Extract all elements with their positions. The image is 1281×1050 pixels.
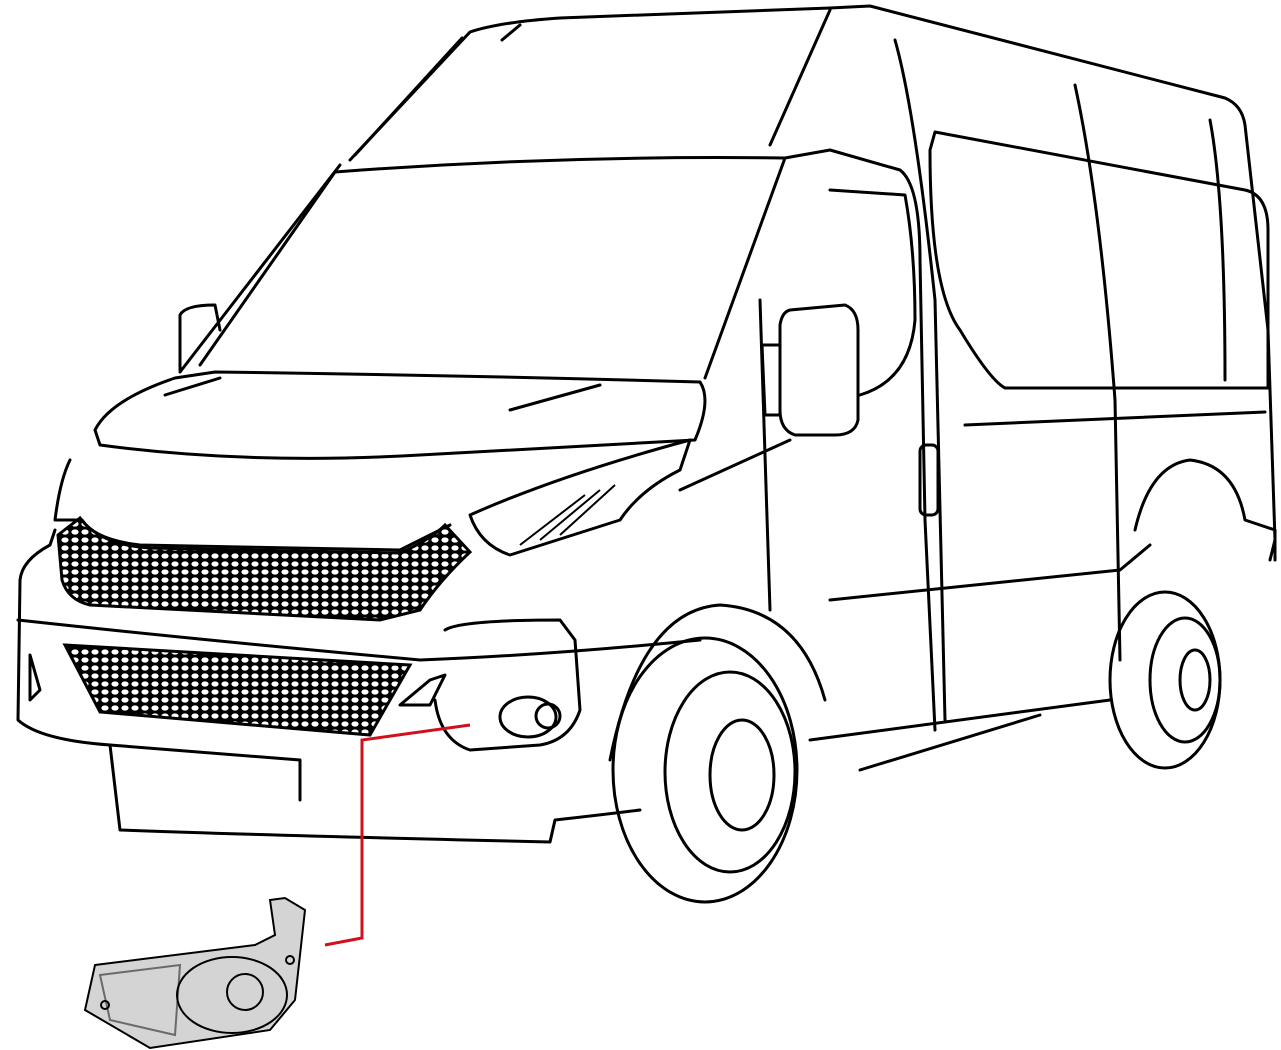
rear-wheel (1108, 590, 1222, 770)
front-wheel (611, 636, 799, 904)
callout-leader-line (324, 723, 471, 947)
fog-light-bezel-part (83, 896, 307, 1050)
van-body (16, 4, 1277, 844)
